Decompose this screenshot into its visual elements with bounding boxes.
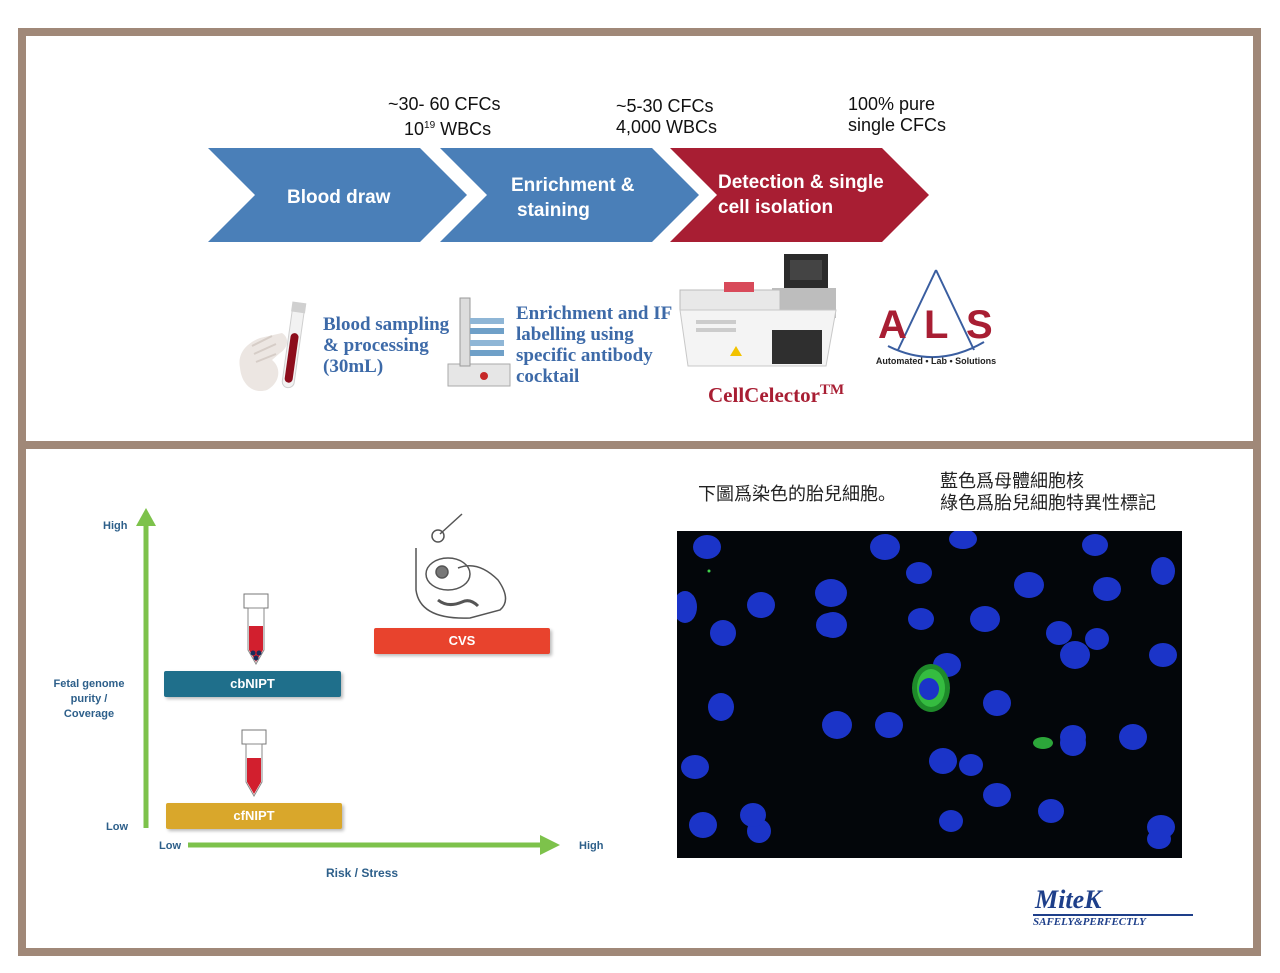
- als-letter-l: L: [924, 303, 948, 347]
- step-label-detection: Detection & single cell isolation: [718, 172, 884, 218]
- als-letter-a: A: [878, 303, 907, 347]
- micrograph-caption-left: 下圖爲染色的胎兒細胞。: [698, 484, 896, 505]
- cfnipt-tube-icon: [241, 729, 267, 798]
- bar-cfnipt: cfNIPT: [166, 803, 342, 829]
- mitek-brand: MiteK SAFELY&PERFECTLY: [1033, 886, 1193, 929]
- caption-enrichment: Enrichment and IF labelling using specif…: [516, 303, 673, 387]
- brand-tagline: SAFELY&PERFECTLY: [1033, 914, 1193, 929]
- bar-cvs: CVS: [374, 628, 550, 654]
- stat-cfc-count: ~30- 60 CFCs: [388, 94, 501, 114]
- als-letter-s: S: [966, 303, 993, 347]
- stat-enrichment: ~5-30 CFCs 4,000 WBCs: [616, 96, 717, 138]
- stat-cfc-count: ~5-30 CFCs: [616, 96, 714, 116]
- bar-cfnipt-label: cfNIPT: [233, 808, 275, 823]
- fetal-cell-green-marker: [707, 569, 1053, 749]
- step-label-enrichment: Enrichment & staining: [511, 175, 635, 221]
- stat-detection: 100% pure single CFCs: [848, 94, 946, 136]
- stat-single-cfcs: single CFCs: [848, 115, 947, 135]
- x-axis-arrowhead: [540, 835, 560, 855]
- maternal-nuclei: [677, 531, 1177, 849]
- workflow-arrows: [208, 148, 929, 242]
- stat-purity: 100% pure: [848, 94, 936, 114]
- enrichment-device-image: [447, 297, 511, 387]
- y-axis-label: Fetal genome purity / Coverage: [53, 678, 125, 720]
- x-axis-low-label: Low: [159, 840, 181, 852]
- cellcelector-label: CellCelectorTM: [708, 382, 845, 407]
- stat-blood-draw: ~30- 60 CFCs 1019 WBCs: [388, 94, 501, 140]
- y-axis-high-label: High: [103, 520, 128, 532]
- als-logo: A L S Automated • Lab • Solutions: [876, 269, 996, 366]
- x-axis-label: Risk / Stress: [326, 866, 399, 880]
- y-axis-low-label: Low: [106, 821, 128, 833]
- step-arrow-enrichment: [440, 148, 699, 242]
- cvs-procedure-illustration: [415, 513, 507, 619]
- cbnipt-tube-icon: [243, 593, 269, 666]
- step-arrow-blood-draw: [208, 148, 467, 242]
- bar-cbnipt-label: cbNIPT: [230, 676, 275, 691]
- blood-tube-hand-image: [239, 301, 307, 392]
- caption-blood-sampling: Blood sampling & processing (30mL): [323, 314, 450, 377]
- section-divider: [18, 441, 1261, 449]
- risk-chart: [136, 508, 560, 855]
- stat-wbc-count: 1019 WBCs: [404, 119, 492, 139]
- bar-cvs-label: CVS: [448, 633, 476, 648]
- fluorescence-micrograph: [677, 531, 1182, 858]
- step-arrow-detection: [670, 148, 929, 242]
- bar-cbnipt: cbNIPT: [164, 671, 341, 697]
- y-axis-arrowhead: [136, 508, 156, 526]
- step-label-blood-draw: Blood draw: [287, 187, 391, 208]
- x-axis-high-label: High: [579, 840, 604, 852]
- micrograph-caption-right: 藍色爲母體細胞核 綠色爲胎兒細胞特異性標記: [940, 471, 1156, 514]
- cellcelector-instrument-image: [679, 254, 837, 367]
- stat-wbc-count: 4,000 WBCs: [616, 117, 718, 137]
- brand-name: MiteK: [1035, 885, 1102, 914]
- als-tagline: Automated • Lab • Solutions: [876, 356, 996, 366]
